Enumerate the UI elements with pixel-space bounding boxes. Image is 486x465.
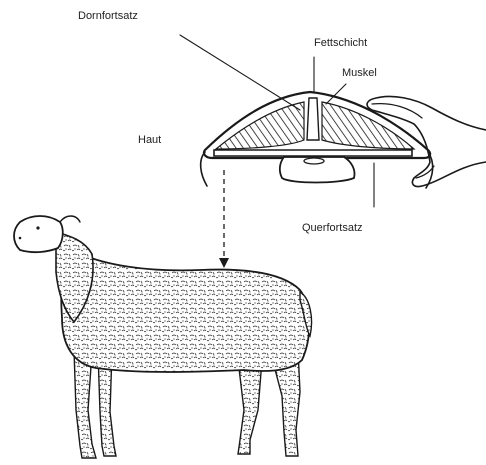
label-dornfortsatz: Dornfortsatz [78,10,138,22]
label-haut: Haut [138,134,161,146]
sheep-body [61,246,309,372]
vertebral-body [280,157,355,183]
leader-line-muskel [326,84,346,104]
sheep-ear [60,216,80,222]
transverse-process [214,150,412,156]
sheep-head [14,216,63,252]
arrow-head [219,258,229,268]
spinous-process [307,98,319,140]
sheep-illustration [14,216,312,458]
label-muskel: Muskel [342,67,377,79]
sheep-eye [36,226,39,229]
sheep-hind-leg-near [238,360,262,454]
label-fettschicht: Fettschicht [314,37,367,49]
label-querfortsatz: Querfortsatz [302,222,363,234]
sheep-nostril [19,237,22,240]
